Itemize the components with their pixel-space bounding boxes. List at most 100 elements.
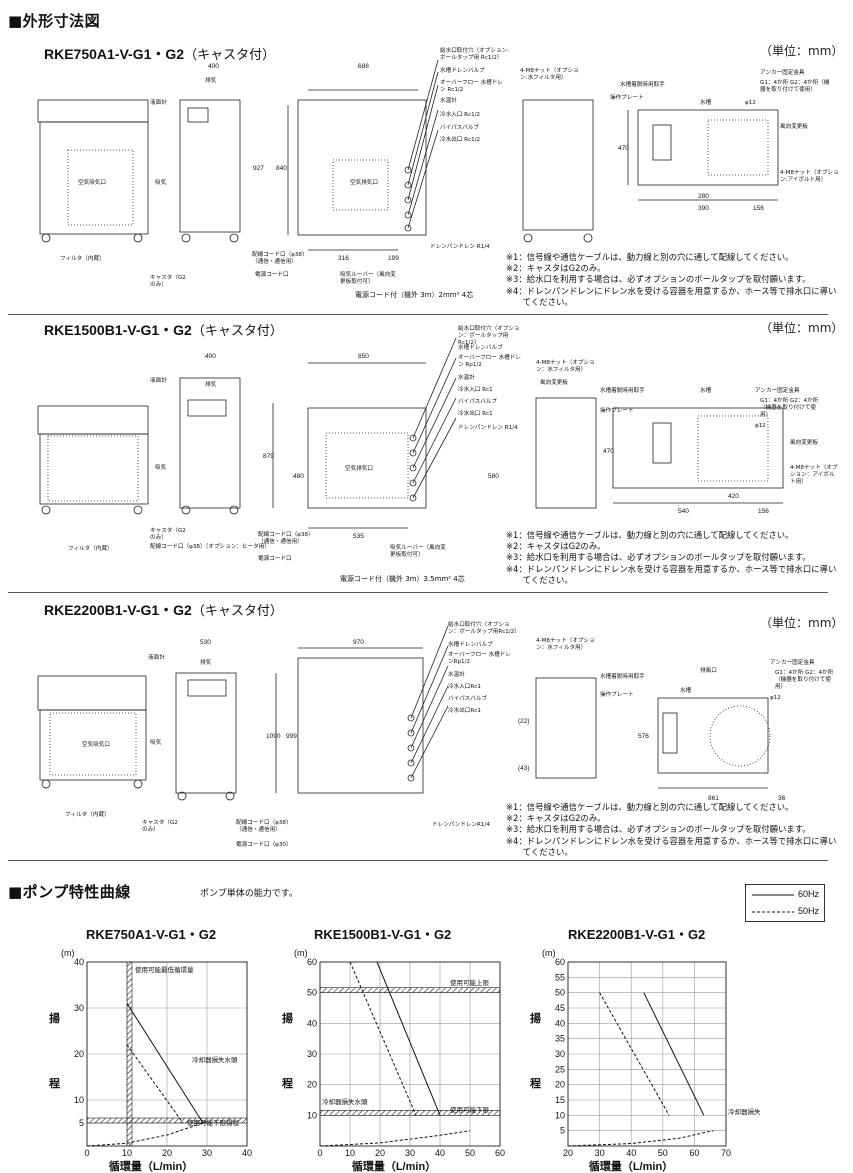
m1-label-air-outlet: 空気排気口 — [350, 180, 378, 186]
m1-label-air-intake: 空気吸気口 — [78, 180, 106, 186]
y-axis-label: 程 — [530, 1076, 541, 1090]
note: ※4：ドレンパンドレンにドレン水を受ける容器を用意するか、ホース等で排水口に導い — [506, 563, 837, 574]
series-line-50Hz — [126, 1044, 184, 1124]
unit-label: （単位：mm） — [760, 321, 844, 335]
model-1-title: RKE750A1-V-G1・G2（キャスタ付） — [44, 44, 275, 64]
m3-label-drain-pan: ドレンパンドレンR1/4 — [432, 822, 490, 828]
y-tick-label: 40 — [555, 1018, 565, 1028]
limit-hatch — [319, 987, 501, 993]
plot-frame — [319, 961, 501, 1147]
note: ※1：信号線や通信ケーブルは、動力線と別の穴に通して配線してください。 — [506, 530, 794, 540]
x-tick-label: 30 — [595, 1148, 605, 1158]
x-tick-label: 40 — [242, 1148, 252, 1158]
m2-label-water-gauge: 水温計 — [458, 375, 475, 381]
m1-label-exhaust: 排気 — [205, 78, 217, 84]
y-tick-label: 40 — [74, 957, 84, 967]
m2-label-cool-out: 冷水出口 Rc1 — [458, 411, 493, 417]
m3-label-level-gauge: 液面計 — [148, 655, 165, 661]
model-suffix: （キャスタ付） — [184, 47, 276, 62]
x-tick-label: 60 — [495, 1148, 505, 1158]
dim: 861 — [708, 795, 719, 802]
m1-label-drain-pan: ドレンパンドレン R1/4 — [430, 244, 490, 250]
m1-label-anchor-g: G1：4か所 G2：4か所（機器を取り付けて使用） — [760, 80, 830, 93]
m1-label-air-in-lower: 吸気ルーバー（風向変更板取付可） — [340, 272, 396, 285]
m1-label-wind: 風向変更板 — [780, 124, 808, 130]
m2-label-caster: キャスタ（G2のみ） — [150, 528, 186, 541]
m1-label-water-gauge: 水温計 — [440, 98, 457, 104]
note: てください。 — [506, 296, 573, 307]
dim: 470 — [603, 448, 614, 455]
m3-label-anchor-g: G1：4か所 G2：4か所（機器を取り付けて使用） — [775, 670, 834, 690]
m3-label-water-gauge: 水温計 — [448, 672, 465, 678]
annotation: 冷却器損失水頭 — [192, 1055, 238, 1064]
m2-label-anchor: アンカー固定金具 — [755, 388, 800, 394]
m2-label-bypass: バイパスバルブ — [458, 399, 498, 405]
m1-label-bypass: バイパスバルブ — [440, 125, 480, 131]
m1-label-level-gauge: 液面計 — [150, 100, 167, 106]
y-tick-label: 25 — [555, 1064, 565, 1074]
m3-label-tank-handle: 水槽着脱時用取手 — [600, 674, 645, 680]
m3-notes: ※1：信号線や通信ケーブルは、動力線と別の穴に通して配線してください。 ※2：キ… — [506, 802, 836, 858]
m1-label-cool-in: 冷水入口 Rc1/2 — [440, 112, 481, 118]
m3-label-tank-drain: 水槽ドレンバルブ — [448, 642, 493, 648]
m2-label-anchor-g: G1：4か所 G2：4か所（機器を取り付けて使用） — [760, 398, 819, 418]
y-tick-label: 5 — [79, 1118, 84, 1128]
annotation: 使用可能下限揚程 — [187, 1118, 240, 1127]
m1-label-anchor: アンカー固定金具 — [760, 70, 805, 76]
m3-label-air-intake: 空気吸気口 — [82, 742, 110, 748]
annotation: 使用可能下限 — [450, 1105, 490, 1114]
m3-label-caster: キャスタ（G2のみ） — [142, 820, 178, 833]
y-unit-label: (m) — [294, 948, 308, 958]
y-tick-label: 60 — [555, 957, 565, 967]
annotation: 使用可能最低循環量 — [135, 965, 194, 974]
series-line-冷却器損失水頭 — [567, 1130, 714, 1147]
m3-label-tank: 水槽 — [680, 688, 692, 694]
y-tick-label: 20 — [307, 1080, 317, 1090]
dim: 420 — [728, 493, 739, 500]
y-tick-label: 30 — [74, 1003, 84, 1013]
dim: 927 — [253, 165, 264, 172]
x-tick-label: 40 — [626, 1148, 636, 1158]
x-tick-label: 30 — [405, 1148, 415, 1158]
dim: 280 — [698, 193, 709, 200]
m3-label-supply: 給水口取付穴（オプション：ボールタップ用Rc1/2） — [448, 622, 520, 635]
x-tick-label: 0 — [84, 1148, 89, 1158]
x-axis-label: 循環量（L/min） — [589, 1159, 673, 1173]
annotation: 冷却器損失水頭 — [728, 1107, 760, 1116]
x-tick-label: 20 — [375, 1148, 385, 1158]
y-axis-label: 程 — [282, 1076, 293, 1090]
chart-1-title: RKE750A1-V-G1・G2 — [86, 927, 217, 942]
model-2-title: RKE1500B1-V-G1・G2（キャスタ付） — [44, 320, 283, 340]
m2-label-filter: フィルタ（内蔵） — [68, 546, 113, 552]
x-tick-label: 20 — [162, 1148, 172, 1158]
m1-perspective-body — [39, 121, 149, 235]
dim: (22) — [518, 718, 530, 725]
m2-label-drain-pan: ドレンパンドレン R1/4 — [458, 425, 518, 431]
dim: 840 — [276, 165, 287, 172]
m1-label-power: 電源コード口 — [255, 272, 289, 278]
plot-frame — [86, 961, 248, 1147]
series-line-冷却器損失水頭 — [86, 1121, 208, 1147]
m2-label-phi12: φ12 — [755, 423, 766, 429]
section-title-dimensions: ■外形寸法図 — [8, 12, 101, 30]
model-3-title: RKE2200B1-V-G1・G2（キャスタ付） — [44, 600, 283, 620]
m2-label-supply: 給水口取付穴（オプション：ボールタップ用 Rc1/2） — [458, 326, 520, 346]
dim: 530 — [200, 639, 211, 646]
m1-caster — [133, 233, 143, 243]
m2-label-wind2: 風向変更板 — [790, 440, 818, 446]
note: ※3：給水口を利用する場合は、必ずオプションのボールタップを取付願います。 — [506, 274, 811, 285]
y-tick-label: 10 — [74, 1095, 84, 1105]
m1-filter-grille — [67, 149, 134, 226]
x-tick-label: 40 — [435, 1148, 445, 1158]
x-tick-label: 20 — [563, 1148, 573, 1158]
model-1-drawing: 400 688 927 840 316 199 470 280 390 156 — [37, 60, 779, 262]
limit-hatch — [126, 961, 133, 1147]
m1-top-body — [637, 109, 779, 186]
m1-label-m8: 4-M8ナット（オプション:水フィルタ用） — [520, 68, 579, 81]
y-axis-label: 揚 — [49, 1011, 60, 1025]
series-line-冷却器損失水頭 — [319, 1130, 471, 1147]
m3-label-op-plate: 操作プレート — [600, 692, 634, 698]
dim: 316 — [338, 255, 349, 262]
m3-label-bypass: バイパスバルブ — [448, 696, 488, 702]
